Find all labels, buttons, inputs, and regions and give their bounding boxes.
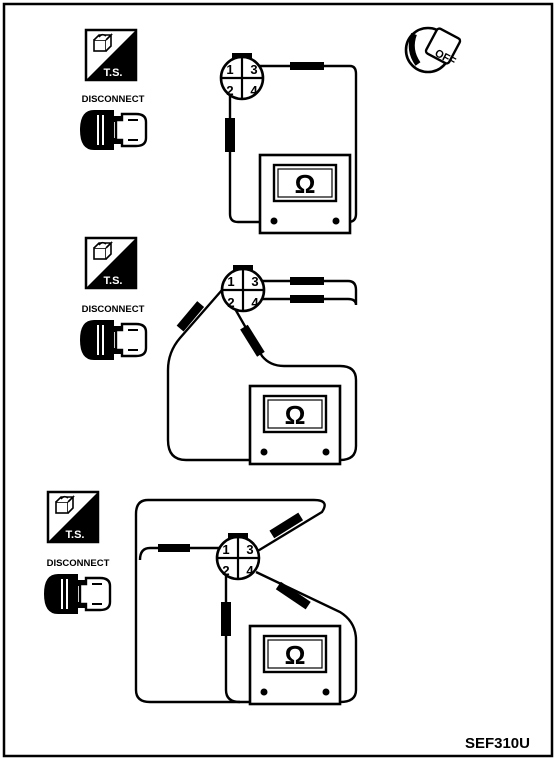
ts-label: T.S. (104, 67, 123, 79)
disconnect-plug-icon (44, 574, 110, 614)
pin-label: 4 (246, 563, 254, 578)
disconnect-plug-icon (80, 110, 146, 150)
ohm-symbol: Ω (285, 400, 306, 430)
pin-label: 2 (222, 563, 229, 578)
pin-label: 1 (227, 274, 234, 289)
probe-lead (290, 295, 324, 303)
ohm-symbol: Ω (295, 169, 316, 199)
pin-label: 2 (227, 295, 234, 310)
probe-lead (290, 277, 324, 285)
pin-label: 1 (226, 62, 233, 77)
probe-lead (290, 62, 324, 70)
ts-label: T.S. (104, 275, 123, 287)
pin-label: 1 (222, 542, 229, 557)
pin-label: 2 (226, 83, 233, 98)
disconnect-label: DISCONNECT (82, 94, 145, 105)
probe-lead (225, 118, 235, 152)
ts-label: T.S. (66, 529, 85, 541)
pin-label: 3 (246, 542, 253, 557)
pin-label: 4 (250, 83, 258, 98)
disconnect-plug-icon (80, 320, 146, 360)
pin-label: 3 (250, 62, 257, 77)
probe-lead (221, 602, 231, 636)
disconnect-label: DISCONNECT (82, 304, 145, 315)
probe-lead (158, 544, 190, 552)
pin-label: 3 (251, 274, 258, 289)
figure-code: SEF310U (465, 735, 530, 752)
ohm-symbol: Ω (285, 640, 306, 670)
disconnect-label: DISCONNECT (47, 558, 110, 569)
pin-label: 4 (251, 295, 259, 310)
